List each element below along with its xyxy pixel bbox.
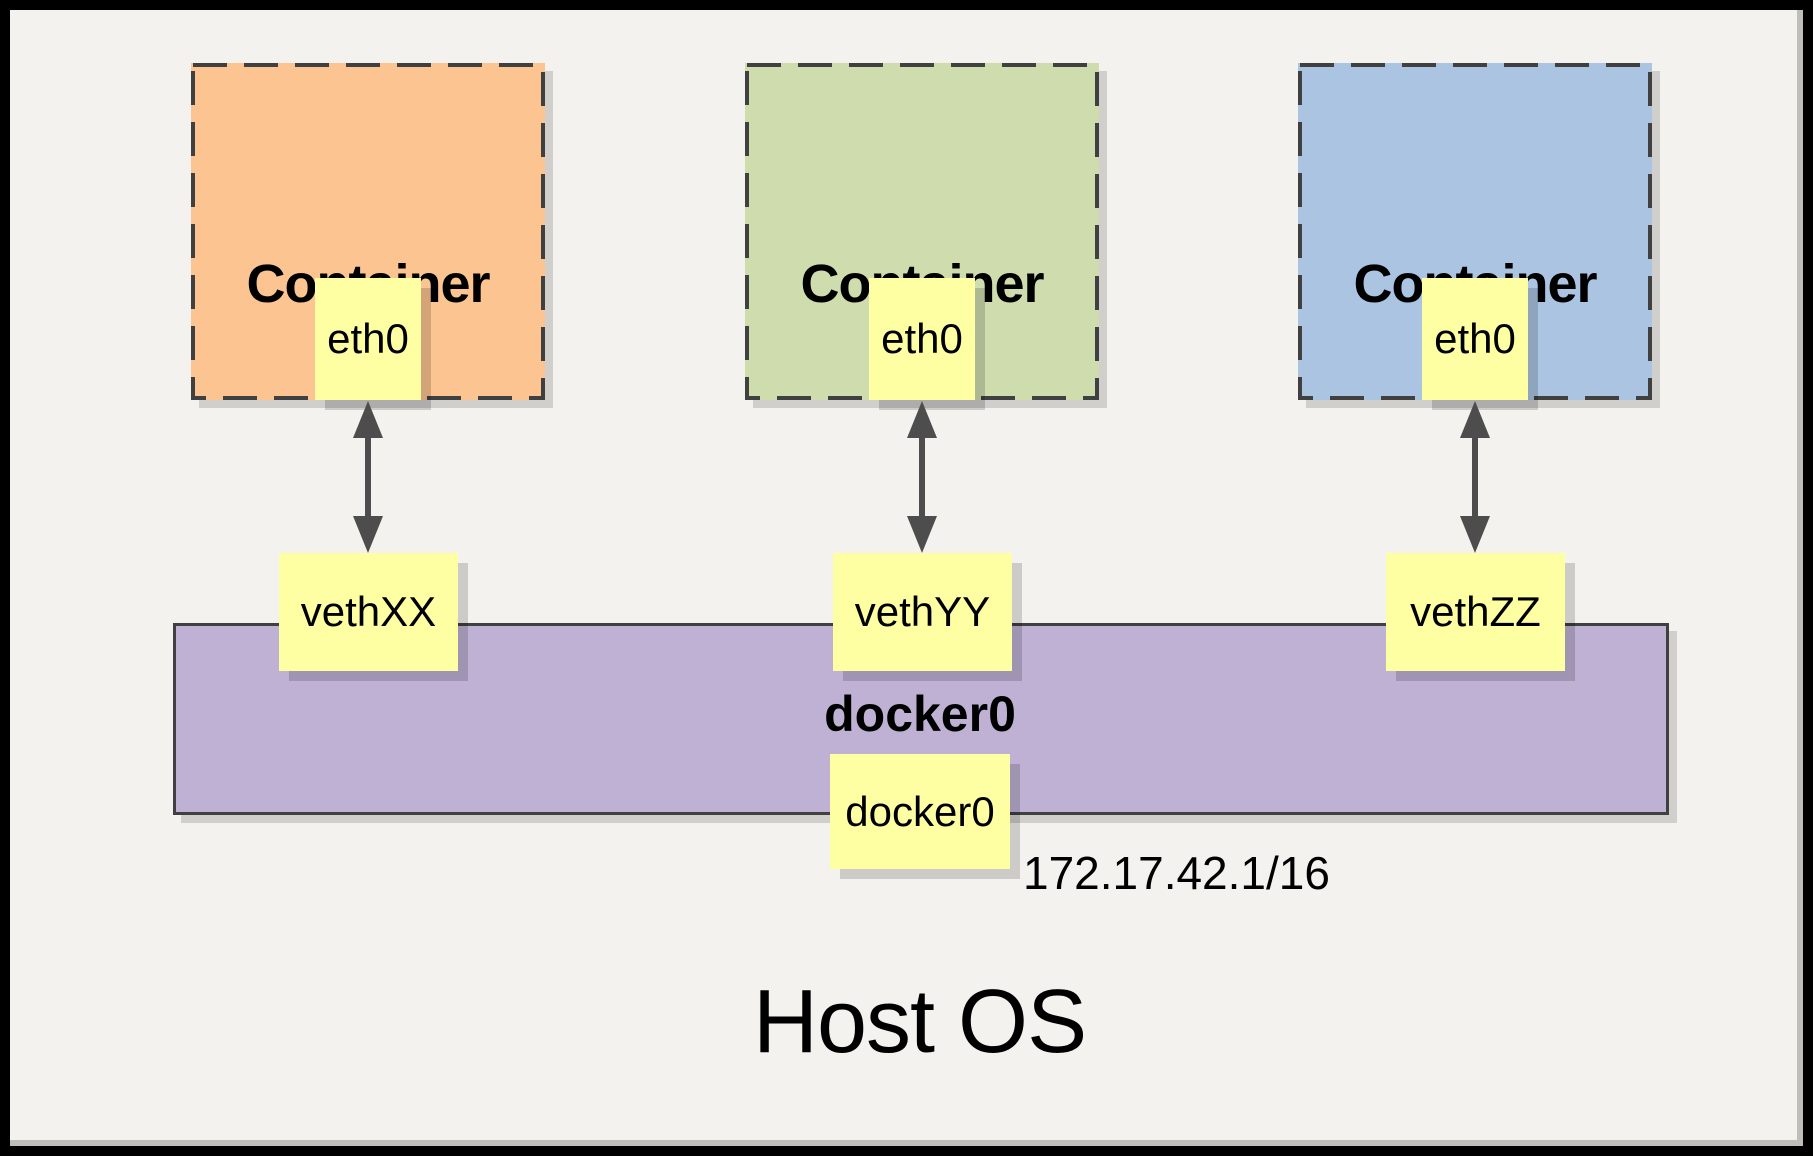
- veth-box-1: vethXX: [279, 553, 458, 671]
- veth-box-3: vethZZ: [1386, 553, 1565, 671]
- host-os-label: Host OS: [753, 972, 1087, 1072]
- dashed-border: [191, 63, 545, 400]
- dashed-border: [1298, 63, 1652, 400]
- eth0-label-1: eth0: [327, 315, 409, 362]
- docker0-interface-box: docker0: [830, 754, 1010, 869]
- eth0-box-2: eth0: [869, 278, 975, 400]
- dashed-border: [745, 63, 1099, 400]
- veth-label-2: vethYY: [854, 588, 991, 635]
- eth0-box-3: eth0: [1422, 278, 1528, 400]
- eth0-box-1: eth0: [315, 278, 421, 400]
- veth-label-3: vethZZ: [1410, 588, 1541, 635]
- bidirectional-arrow-icon-3: [1453, 401, 1497, 553]
- veth-box-2: vethYY: [833, 553, 1012, 671]
- eth0-label-3: eth0: [1434, 315, 1516, 362]
- docker0-bridge-label: docker0: [824, 686, 1016, 742]
- docker0-ip-address: 172.17.42.1/16: [1023, 847, 1330, 899]
- veth-label-1: vethXX: [300, 588, 437, 635]
- eth0-label-2: eth0: [881, 315, 963, 362]
- bidirectional-arrow-icon-1: [346, 401, 390, 553]
- bidirectional-arrow-icon-2: [900, 401, 944, 553]
- docker0-interface-label: docker0: [845, 787, 995, 835]
